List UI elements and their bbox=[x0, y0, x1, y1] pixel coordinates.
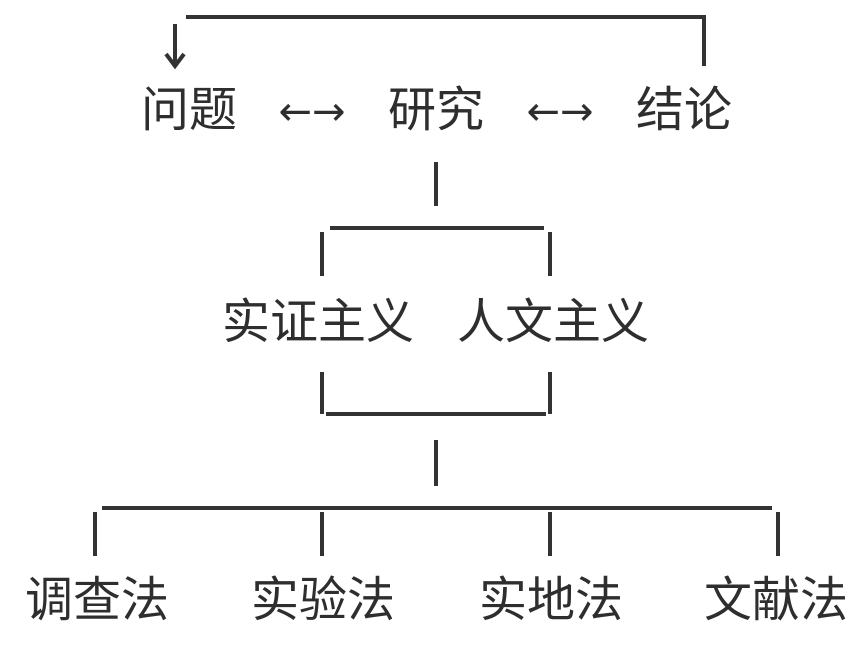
node-conclusion: 结论 bbox=[635, 82, 733, 138]
node-survey-method: 调查法 bbox=[24, 572, 170, 628]
node-literature-method: 文献法 bbox=[703, 572, 849, 628]
node-humanism: 人文主义 bbox=[456, 294, 650, 350]
bidirectional-arrow-problem-research: ←→ bbox=[278, 89, 346, 135]
node-research: 研究 bbox=[387, 82, 485, 138]
node-experiment-method: 实验法 bbox=[250, 572, 396, 628]
bidirectional-arrow-research-conclusion: ←→ bbox=[526, 89, 594, 135]
node-problem: 问题 bbox=[140, 82, 238, 138]
feedback-loop-arrowhead bbox=[164, 52, 186, 70]
node-field-method: 实地法 bbox=[478, 572, 624, 628]
feedback-loop-line bbox=[186, 15, 706, 66]
node-positivism: 实证主义 bbox=[221, 294, 415, 350]
